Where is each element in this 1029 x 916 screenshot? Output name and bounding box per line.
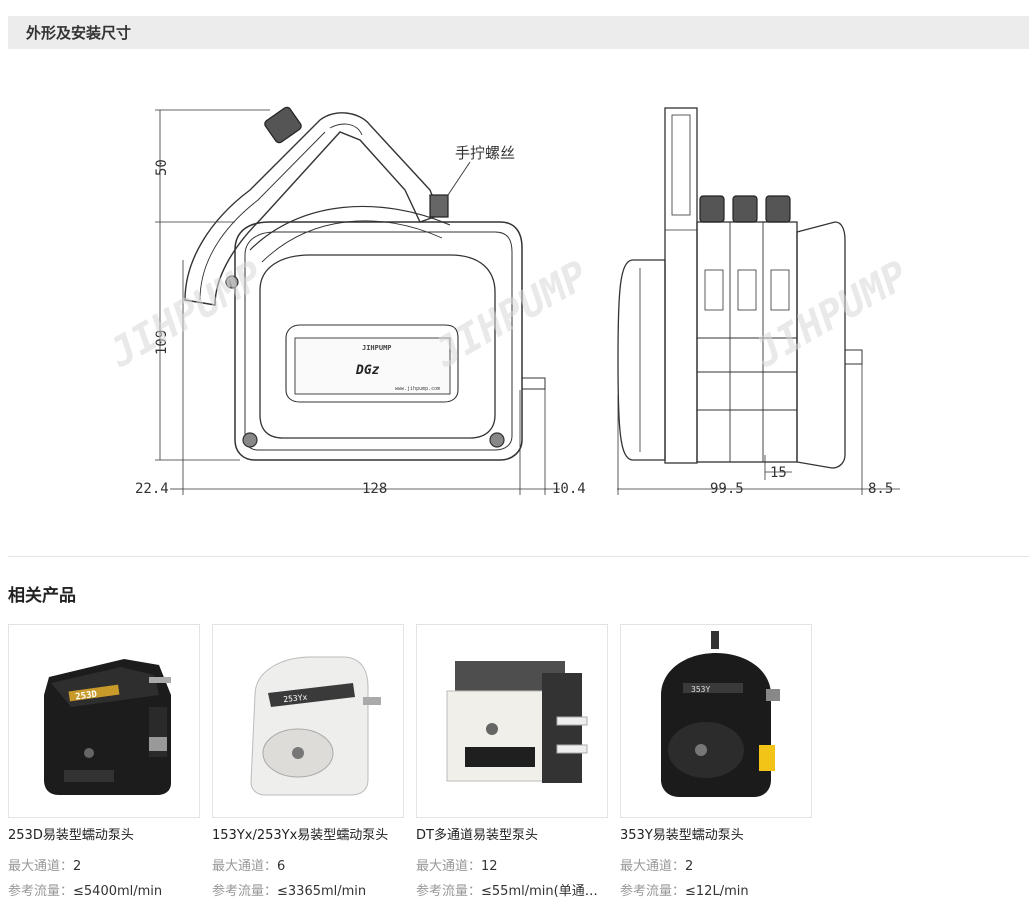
- product-image[interactable]: 253Yx: [212, 624, 404, 818]
- dim-99-5: 99.5: [710, 481, 744, 497]
- product-name[interactable]: 253D易装型蠕动泵头: [8, 828, 134, 843]
- watermark-1: JIHPUMP: [101, 253, 271, 378]
- product-card[interactable]: 353Y 353Y易装型蠕动泵头 最大通道：2 参考流量：≤12L/min: [620, 624, 812, 899]
- product-card[interactable]: 253Yx 153Yx/253Yx易装型蠕动泵头 最大通道：6 参考流量：≤33…: [212, 624, 404, 899]
- product-spec-flow: 参考流量：≤3365ml/min: [212, 884, 367, 899]
- plate-brand: JIHPUMP: [362, 344, 392, 352]
- dim-109: 109: [154, 330, 170, 355]
- dim-128: 128: [362, 481, 387, 497]
- product-image[interactable]: 253D: [8, 624, 200, 818]
- svg-text:253Yx: 253Yx: [283, 693, 308, 704]
- plate-url: www.jihpump.com: [395, 386, 440, 392]
- watermark-2: JIHPUMP: [426, 253, 596, 378]
- dim-50: 50: [154, 159, 170, 176]
- product-spec-channels: 最大通道：12: [416, 859, 498, 874]
- product-spec-channels: 最大通道：2: [620, 859, 694, 874]
- svg-text:253D: 253D: [75, 690, 98, 703]
- side-view: [617, 107, 900, 495]
- front-view: [155, 106, 560, 495]
- product-name[interactable]: 353Y易装型蠕动泵头: [620, 828, 744, 843]
- dim-8-5: 8.5: [868, 481, 893, 497]
- product-spec-flow: 参考流量：≤5400ml/min: [8, 884, 163, 899]
- svg-text:353Y: 353Y: [691, 685, 710, 694]
- product-spec-flow: 参考流量：≤55ml/min(单通道...: [416, 884, 608, 899]
- product-name[interactable]: 153Yx/253Yx易装型蠕动泵头: [212, 828, 389, 843]
- product-spec-channels: 最大通道：2: [8, 859, 82, 874]
- dim-15: 15: [770, 465, 787, 481]
- section-divider: [8, 556, 1029, 557]
- product-image[interactable]: 353Y: [620, 624, 812, 818]
- product-card[interactable]: 253D 253D易装型蠕动泵头 最大通道：2 参考流量：≤5400ml/min: [8, 624, 200, 899]
- watermark-3: JIHPUMP: [746, 253, 916, 378]
- product-spec-flow: 参考流量：≤12L/min: [620, 884, 749, 899]
- product-image[interactable]: [416, 624, 608, 818]
- product-name[interactable]: DT多通道易装型泵头: [416, 828, 538, 843]
- product-spec-channels: 最大通道：6: [212, 859, 286, 874]
- related-products-title: 相关产品: [8, 586, 76, 606]
- dim-10-4: 10.4: [552, 481, 586, 497]
- product-card[interactable]: DT多通道易装型泵头 最大通道：12 参考流量：≤55ml/min(单通道...: [416, 624, 608, 899]
- plate-model: DGz: [355, 363, 380, 378]
- dim-22-4: 22.4: [135, 481, 169, 497]
- section-header-bar: [8, 16, 1029, 49]
- dimension-drawing: 手拧螺丝 JIHPUMP DGz www.jihpump.com 50 109 …: [101, 106, 916, 497]
- callout-label: 手拧螺丝: [455, 144, 515, 162]
- section-title: 外形及安装尺寸: [26, 24, 132, 42]
